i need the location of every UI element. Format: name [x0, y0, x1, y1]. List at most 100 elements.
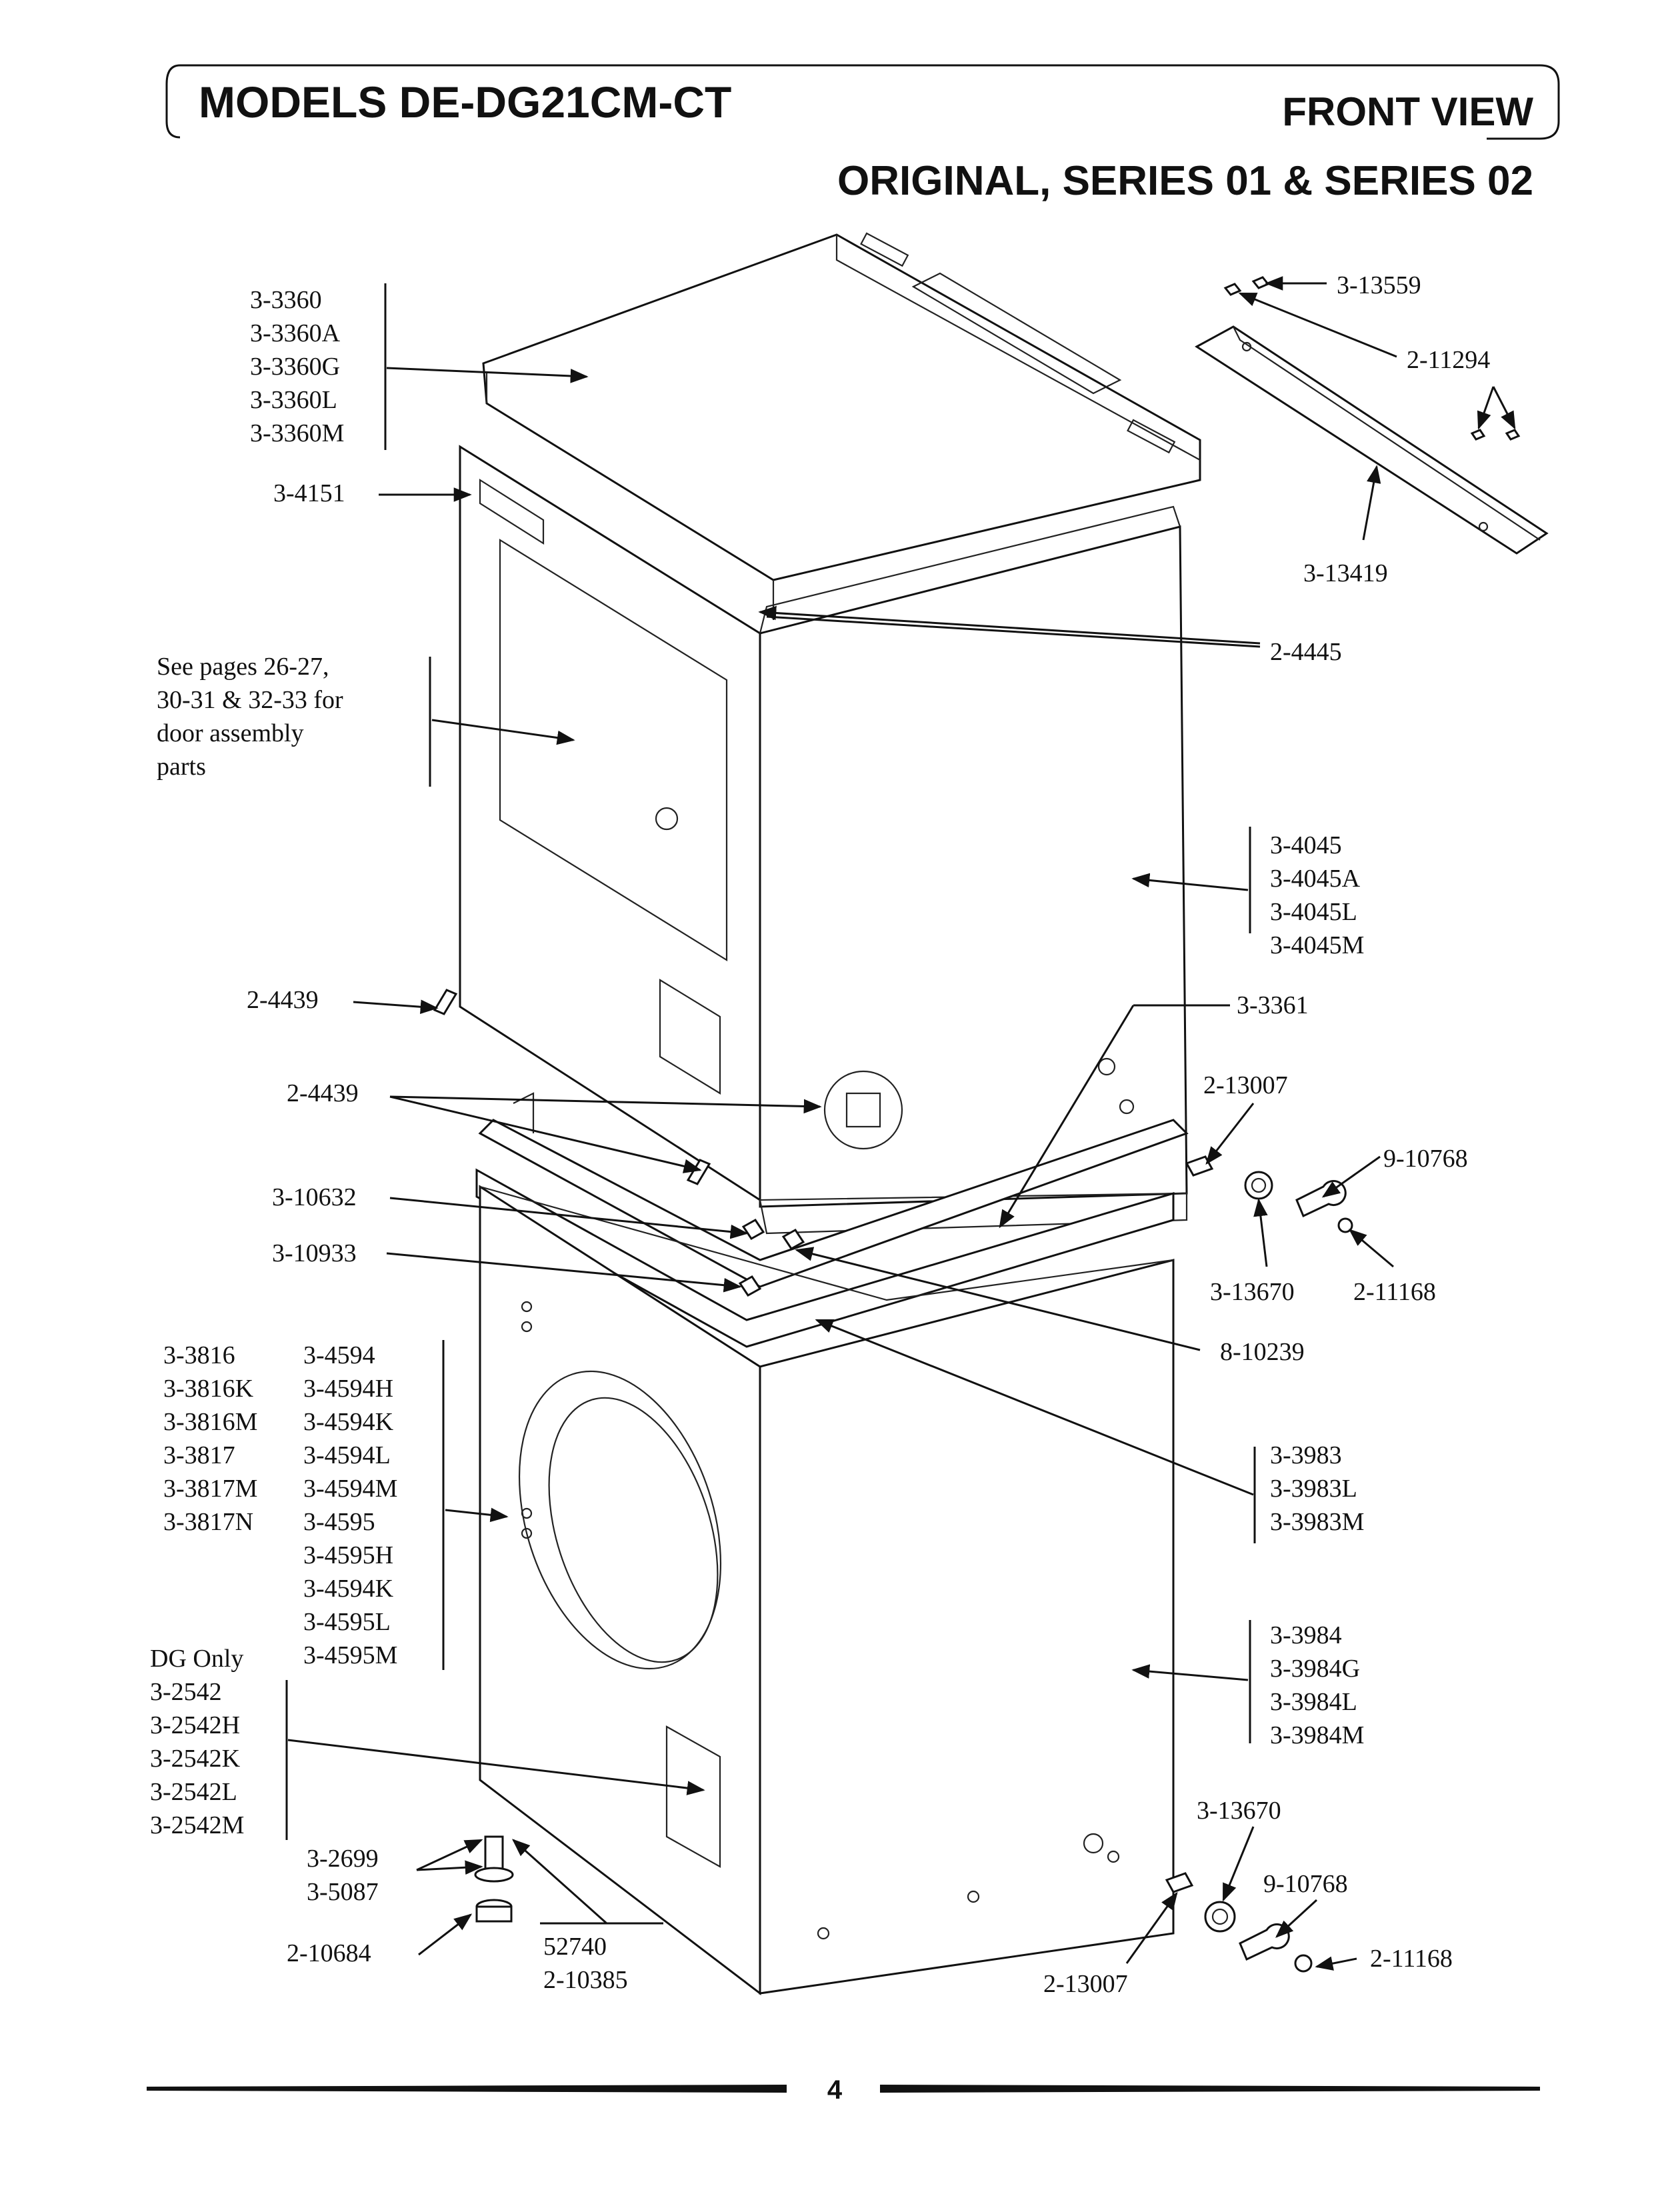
- label-cabinet-lower: 3-3984 3-3984G 3-3984L 3-3984M: [1270, 1621, 1364, 1749]
- label-rail-13419: 3-13419: [1303, 559, 1388, 587]
- label-screw-11168-lower: 2-11168: [1370, 1945, 1453, 1973]
- label-front-panel-col1: 3-3816 3-3816K 3-3816M 3-3817 3-3817M 3-…: [163, 1341, 257, 1536]
- label-top-cover: 3-3360 3-3360A 3-3360G 3-3360L 3-3360M: [250, 286, 344, 447]
- svg-text:3-4594H: 3-4594H: [303, 1375, 393, 1403]
- svg-text:3-4594L: 3-4594L: [303, 1441, 391, 1469]
- svg-text:3-3984L: 3-3984L: [1270, 1688, 1357, 1716]
- part-labels: 3-3360 3-3360A 3-3360G 3-3360L 3-3360M 3…: [150, 271, 1490, 1998]
- footer: 4: [147, 2075, 1540, 2105]
- svg-text:3-2542: 3-2542: [150, 1678, 222, 1706]
- label-grommet-13670-upper: 3-13670: [1210, 1278, 1295, 1306]
- label-frame-3983: 3-3983 3-3983L 3-3983M: [1270, 1441, 1364, 1536]
- svg-text:3-4045: 3-4045: [1270, 831, 1342, 859]
- svg-text:3-3983M: 3-3983M: [1270, 1508, 1364, 1536]
- lower-cabinet: [759, 1259, 1175, 1995]
- door-knob: [655, 807, 679, 831]
- upper-dryer-drawing: [459, 232, 1201, 1288]
- svg-text:3-3816M: 3-3816M: [163, 1408, 257, 1436]
- label-screw-upper: 2-4439: [247, 986, 319, 1014]
- svg-text:3-4595L: 3-4595L: [303, 1608, 391, 1636]
- view-title: FRONT VIEW: [1282, 89, 1533, 134]
- leveling-leg: [484, 1835, 504, 1871]
- screw-13007-lower: [1165, 1872, 1194, 1893]
- header: MODELS DE-DG21CM-CT FRONT VIEW ORIGINAL,…: [165, 64, 1560, 204]
- svg-text:3-3983L: 3-3983L: [1270, 1475, 1357, 1503]
- leader-lines: [285, 276, 1516, 1971]
- label-bushing-10768-lower: 9-10768: [1263, 1870, 1348, 1898]
- rail-assembly: [1195, 276, 1549, 555]
- label-screw-11294: 2-11294: [1407, 346, 1490, 374]
- grommet-lower: [1204, 1901, 1236, 1933]
- nameplate-graphic: [479, 479, 545, 545]
- access-panel: [665, 1725, 721, 1868]
- svg-text:3-3816: 3-3816: [163, 1341, 235, 1369]
- label-screw-11168-upper: 2-11168: [1353, 1278, 1436, 1306]
- svg-text:52740: 52740: [543, 1933, 607, 1961]
- series-subtitle: ORIGINAL, SERIES 01 & SERIES 02: [837, 158, 1533, 204]
- label-foot-pad: 2-10684: [287, 1939, 371, 1967]
- svg-text:3-4594M: 3-4594M: [303, 1475, 397, 1503]
- svg-text:door assembly: door assembly: [157, 719, 304, 747]
- label-leg-nut: 52740 2-10385: [543, 1933, 628, 1994]
- label-bracket-10632: 3-10632: [272, 1183, 357, 1211]
- svg-text:3-2542K: 3-2542K: [150, 1745, 241, 1773]
- label-bracket-10933: 3-10933: [272, 1239, 357, 1267]
- door-window: [499, 539, 728, 961]
- base-frame-upper: [478, 1119, 1189, 1288]
- svg-text:3-2699: 3-2699: [307, 1845, 379, 1873]
- label-bushing-10768-upper: 9-10768: [1383, 1145, 1468, 1173]
- svg-text:3-3360M: 3-3360M: [250, 419, 344, 447]
- screw-13007-upper: [1185, 1155, 1214, 1177]
- bushing-lower: [1239, 1923, 1290, 1961]
- label-clip-4445: 2-4445: [1270, 638, 1342, 666]
- svg-text:3-3360G: 3-3360G: [250, 353, 340, 381]
- label-screw-13559: 3-13559: [1337, 271, 1421, 299]
- svg-text:3-3360: 3-3360: [250, 286, 322, 314]
- svg-text:3-4595: 3-4595: [303, 1508, 375, 1536]
- label-cabinet-upper: 3-4045 3-4045A 3-4045L 3-4045M: [1270, 831, 1364, 959]
- svg-text:3-4045L: 3-4045L: [1270, 898, 1357, 926]
- page-number: 4: [827, 2075, 843, 2105]
- svg-text:3-3360L: 3-3360L: [250, 386, 337, 414]
- svg-text:3-3984G: 3-3984G: [1270, 1655, 1360, 1683]
- svg-text:3-3360A: 3-3360A: [250, 319, 341, 347]
- washer-door-opening: [518, 1370, 722, 1670]
- label-screw-13007-lower: 2-13007: [1043, 1970, 1128, 1998]
- label-grommet-13670-lower: 3-13670: [1197, 1797, 1281, 1825]
- footer-rule-left: [147, 2085, 787, 2093]
- header-frame-left: [165, 64, 181, 139]
- svg-text:3-2542H: 3-2542H: [150, 1711, 240, 1739]
- label-nameplate: 3-4151: [273, 479, 345, 507]
- svg-text:3-2542M: 3-2542M: [150, 1811, 244, 1839]
- svg-text:parts: parts: [157, 753, 206, 781]
- rail-13419: [1195, 325, 1549, 555]
- svg-text:3-3817M: 3-3817M: [163, 1475, 257, 1503]
- svg-text:3-3816K: 3-3816K: [163, 1375, 254, 1403]
- svg-text:3-3983: 3-3983: [1270, 1441, 1342, 1469]
- svg-text:2-10385: 2-10385: [543, 1966, 628, 1994]
- label-screw-10239: 8-10239: [1220, 1338, 1305, 1366]
- svg-text:3-3817: 3-3817: [163, 1441, 235, 1469]
- models-title: MODELS DE-DG21CM-CT: [199, 77, 731, 127]
- svg-text:3-3817N: 3-3817N: [163, 1508, 253, 1536]
- label-leveling-leg: 3-2699 3-5087: [307, 1845, 379, 1906]
- svg-text:3-4594K: 3-4594K: [303, 1575, 394, 1603]
- header-frame-right: [180, 64, 1560, 140]
- label-base-3361: 3-3361: [1237, 991, 1309, 1019]
- svg-text:3-5087: 3-5087: [307, 1878, 379, 1906]
- label-dg-only: DG Only 3-2542 3-2542H 3-2542K 3-2542L 3…: [150, 1645, 244, 1839]
- svg-text:3-2542L: 3-2542L: [150, 1778, 237, 1806]
- svg-text:DG Only: DG Only: [150, 1645, 243, 1673]
- svg-text:3-4594: 3-4594: [303, 1341, 375, 1369]
- svg-text:3-3984: 3-3984: [1270, 1621, 1342, 1649]
- svg-text:3-3984M: 3-3984M: [1270, 1721, 1364, 1749]
- svg-text:3-4595M: 3-4595M: [303, 1641, 397, 1669]
- label-screw-13007-upper: 2-13007: [1203, 1071, 1288, 1099]
- svg-text:3-4045M: 3-4045M: [1270, 931, 1364, 959]
- label-front-panel-col2: 3-4594 3-4594H 3-4594K 3-4594L 3-4594M 3…: [303, 1341, 397, 1669]
- svg-text:3-4045A: 3-4045A: [1270, 865, 1361, 893]
- svg-text:3-4594K: 3-4594K: [303, 1408, 394, 1436]
- svg-text:3-4595H: 3-4595H: [303, 1541, 393, 1569]
